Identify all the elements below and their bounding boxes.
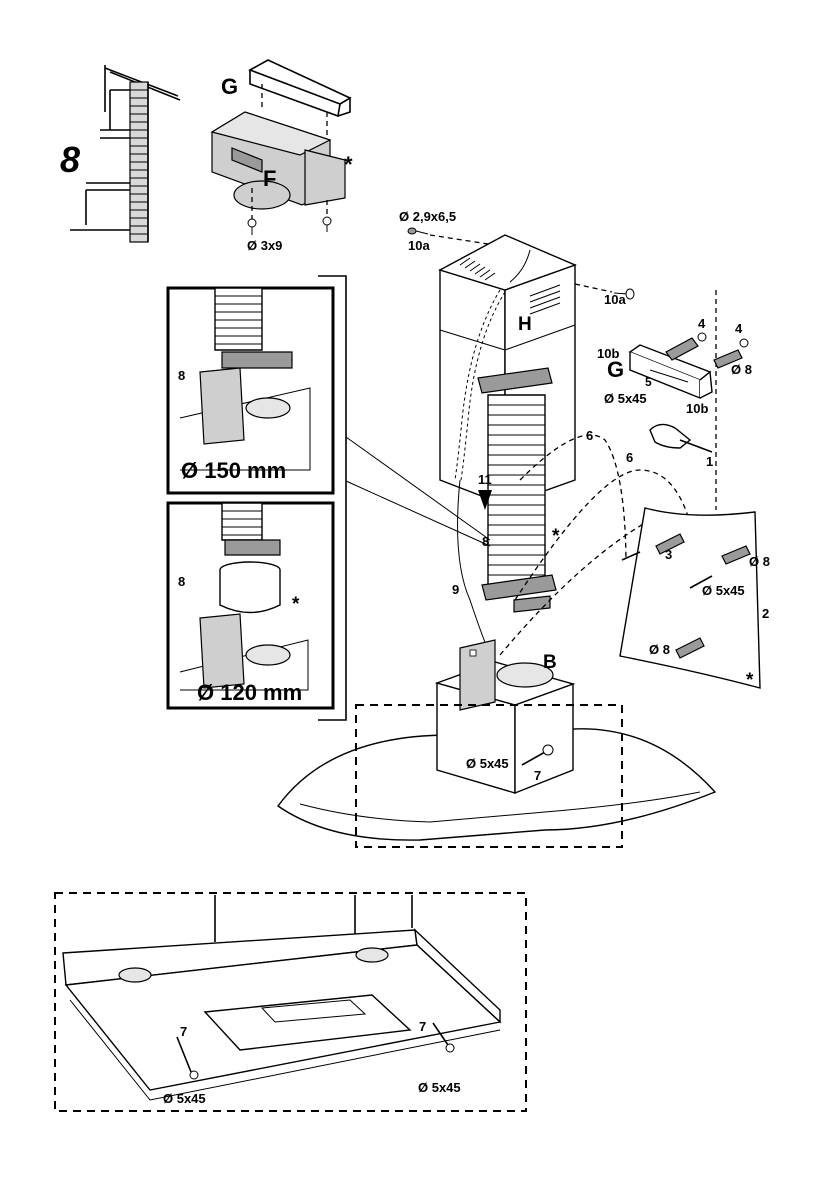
callout-line-1 [345, 436, 491, 541]
wall-plugs [621, 533, 751, 659]
step-number: 8 [60, 139, 80, 180]
wall-sheet [619, 507, 761, 689]
asterisk-wall: * [746, 670, 754, 691]
asterisk-duct: * [552, 526, 560, 547]
route-b-bracket [499, 519, 651, 656]
inset-150mm: 8 Ø 150 mm [166, 286, 335, 495]
bottom-view-hood [62, 895, 502, 1101]
wall-cross-section-illustration [70, 65, 181, 243]
cable-9 [457, 479, 489, 651]
inset-120-asterisk: * [292, 594, 300, 615]
bracket-g-top [248, 59, 352, 140]
ref-4-left: 4 [698, 316, 706, 331]
pencil-hand-marker [649, 423, 713, 453]
ref-5: 5 [645, 375, 652, 389]
bottom-ref-7-right: 7 [419, 1019, 426, 1034]
ref-9: 9 [452, 582, 459, 597]
ref-7-hood: 7 [534, 768, 541, 783]
ref-4-right: 4 [735, 321, 743, 336]
flexible-duct-main [477, 367, 557, 613]
ref-1: 1 [706, 454, 713, 469]
dia-8-wall-bottom: Ø 8 [649, 642, 670, 657]
screw-5x45-wall: Ø 5x45 [702, 583, 745, 598]
inset-120-caption: Ø 120 mm [197, 680, 302, 705]
ref-6-mid: 6 [626, 450, 633, 465]
ref-10a-right: 10a [604, 292, 626, 307]
bottom-ref-7-left: 7 [180, 1024, 187, 1039]
bottom-screw-left: Ø 5x45 [163, 1091, 206, 1106]
screw-10a-left [407, 227, 496, 246]
callout-line-2 [345, 480, 491, 547]
ref-10b-top: 10b [597, 346, 619, 361]
screw-3x9-label: Ø 3x9 [247, 238, 282, 253]
inset-bracket [318, 275, 347, 721]
ref-11: 11 [478, 472, 492, 487]
inset-120mm: 8 * Ø 120 mm [166, 501, 335, 710]
wall-plug-bracket-left [665, 337, 743, 369]
ref-2: 2 [762, 606, 769, 621]
screw-7-hood [521, 744, 554, 766]
bracket-g [628, 344, 713, 400]
bottom-screw-right: Ø 5x45 [418, 1080, 461, 1095]
bottom-view-frame [54, 892, 527, 1112]
route-6-top [519, 434, 627, 561]
hood-detail-frame [355, 704, 623, 848]
motor-unit-b [459, 639, 554, 711]
ref-6-top: 6 [586, 428, 593, 443]
ref-10a-left: 10a [408, 238, 430, 253]
hole-4-right [739, 338, 749, 348]
label-g-top: G [221, 74, 238, 99]
screw-10a-right [574, 283, 635, 300]
inset-120-ref-8: 8 [178, 574, 185, 589]
hood-body-box [434, 661, 576, 795]
screw-5x45-bracket: Ø 5x45 [604, 391, 647, 406]
label-g-bracket: G [607, 357, 624, 382]
screw-5x45-hood: Ø 5x45 [466, 756, 509, 771]
ref-10b-bottom: 10b [686, 401, 708, 416]
ref-8-main: 8 [482, 534, 489, 549]
arrow-11 [478, 490, 492, 510]
dia-8-bracket: Ø 8 [731, 362, 752, 377]
hood-canopy-edge [299, 791, 701, 823]
asterisk-top: * [344, 152, 353, 177]
ref-3: 3 [665, 547, 672, 562]
label-h: H [518, 314, 532, 335]
inset-150-caption: Ø 150 mm [181, 458, 286, 483]
inset-150-ref-8: 8 [178, 368, 185, 383]
dia-8-wall-top: Ø 8 [749, 554, 770, 569]
label-b: B [543, 652, 557, 673]
screw-29x65-label: Ø 2,9x6,5 [399, 209, 456, 224]
label-f: F [263, 166, 276, 191]
hole-4-left [697, 332, 707, 342]
diverter-f-top [210, 111, 346, 235]
